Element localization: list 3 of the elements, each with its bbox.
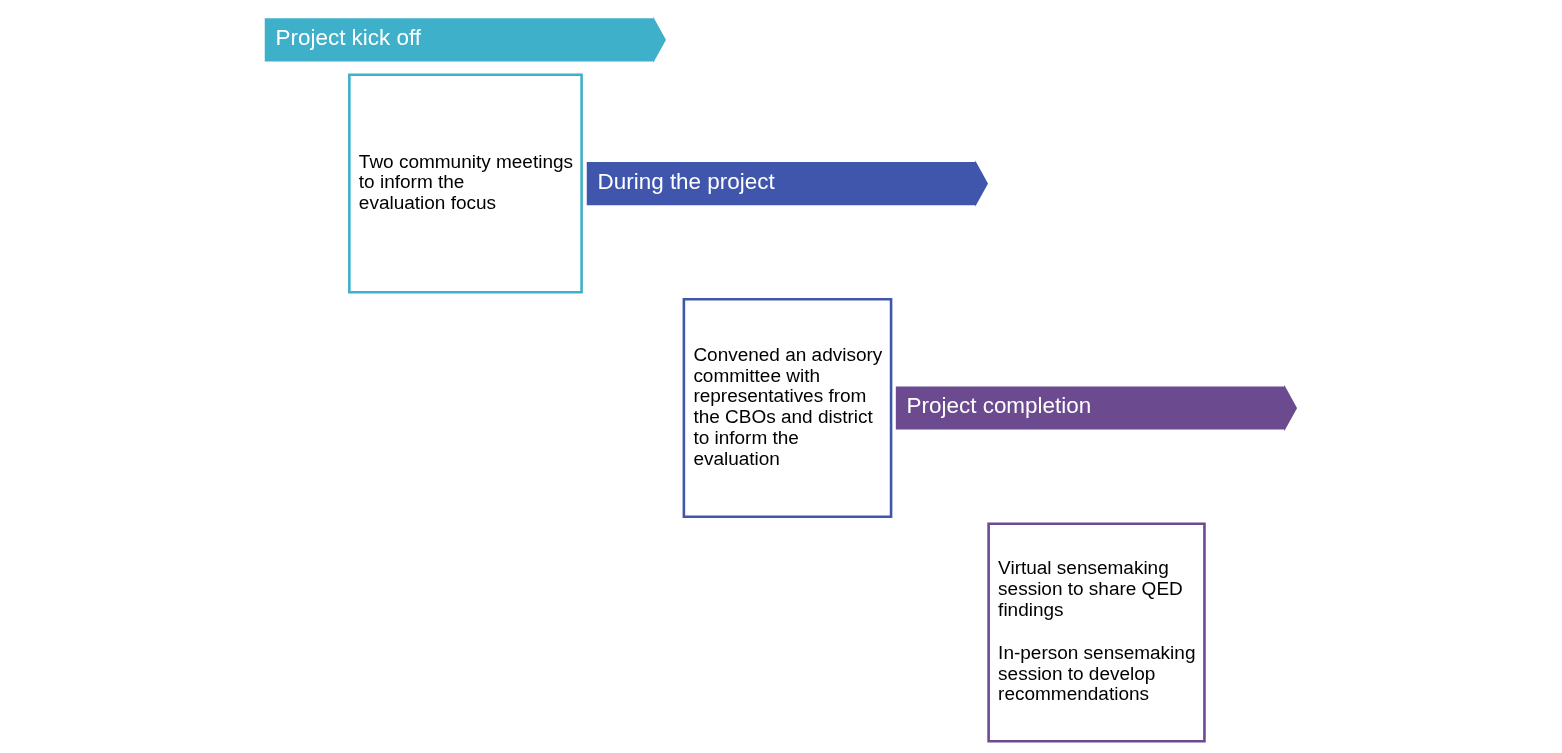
node-box: Convened an advisory committee with representatives from the CBOs and district to inform the evaluation xyxy=(682,297,893,519)
node-box: Two community meetings to inform the evaluation focus xyxy=(348,73,583,294)
node-box: Virtual sensemaking session to share QED findings In-person sensemaking session to develop recommendations xyxy=(987,522,1206,743)
